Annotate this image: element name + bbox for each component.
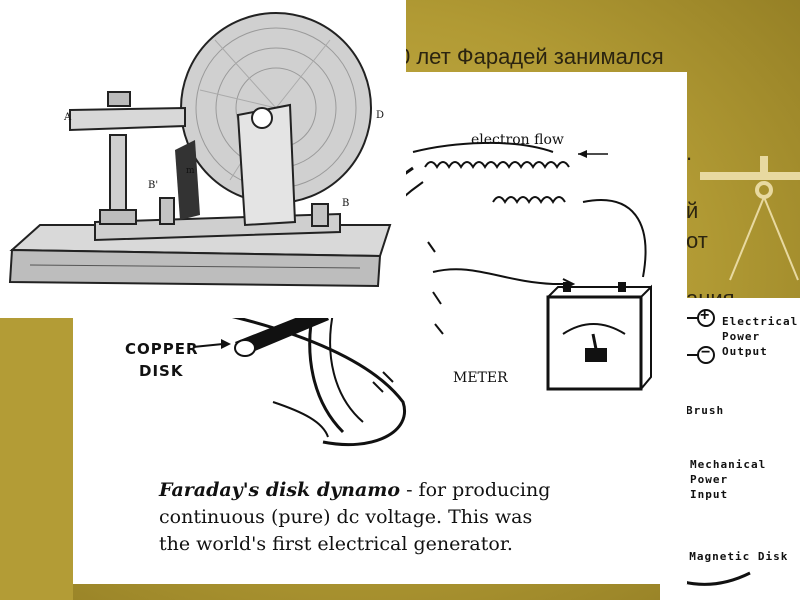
slide-title-fragment: 0 лет Фарадей занимался (398, 44, 664, 69)
slide-background-strip (0, 318, 73, 600)
power-output-label: Electrical Power Output (722, 314, 798, 359)
slide-text-fragment-3: от (686, 228, 708, 253)
caption-line-2: continuous (pure) dc voltage. This was (159, 506, 533, 528)
caption-line-1: Faraday's disk dynamo - for producing (159, 477, 550, 504)
copper-disk-label-line-2: DISK (139, 362, 184, 380)
mechanical-input-label: Mechanical Power Input (690, 457, 766, 502)
balance-scale-icon (700, 156, 800, 281)
label-b: B (342, 198, 350, 209)
brush-label: Brush (686, 404, 725, 417)
plus-terminal-symbol: + (700, 307, 710, 324)
mechanical-input-line-2: Power (690, 473, 729, 486)
minus-terminal-symbol: − (701, 344, 711, 361)
faraday-disk-engraving (8, 12, 392, 288)
label-b-prime: B' (148, 180, 159, 191)
label-a: A (64, 112, 72, 123)
copper-disk-label-line-1: COPPER (125, 340, 199, 358)
electron-flow-label: electron flow (471, 132, 564, 148)
copper-disk-label: COPPER DISK (125, 338, 199, 382)
mechanical-input-line-1: Mechanical (690, 458, 767, 471)
caption-line-3: the world's first electrical generator. (159, 533, 513, 555)
meter-label: METER (453, 370, 508, 386)
engraving-panel: A D m B' B (0, 0, 406, 318)
caption-title: Faraday's disk dynamo (159, 479, 401, 501)
label-m: m (186, 166, 195, 176)
power-output-line-3: Output (722, 345, 768, 358)
figure-caption: Faraday's disk dynamo - for producing co… (159, 477, 550, 558)
caption-line-1-rest: - for producing (400, 479, 551, 501)
mechanical-input-line-3: Input (690, 488, 729, 501)
slide-text-fragment-2: й (686, 198, 699, 223)
slide-text-fragment-1: . (686, 140, 693, 165)
label-d: D (376, 110, 385, 121)
magnetic-disk-label: g Magnetic Disk (674, 550, 789, 563)
power-output-line-1: Electrical (722, 315, 799, 328)
power-output-line-2: Power (722, 330, 761, 343)
